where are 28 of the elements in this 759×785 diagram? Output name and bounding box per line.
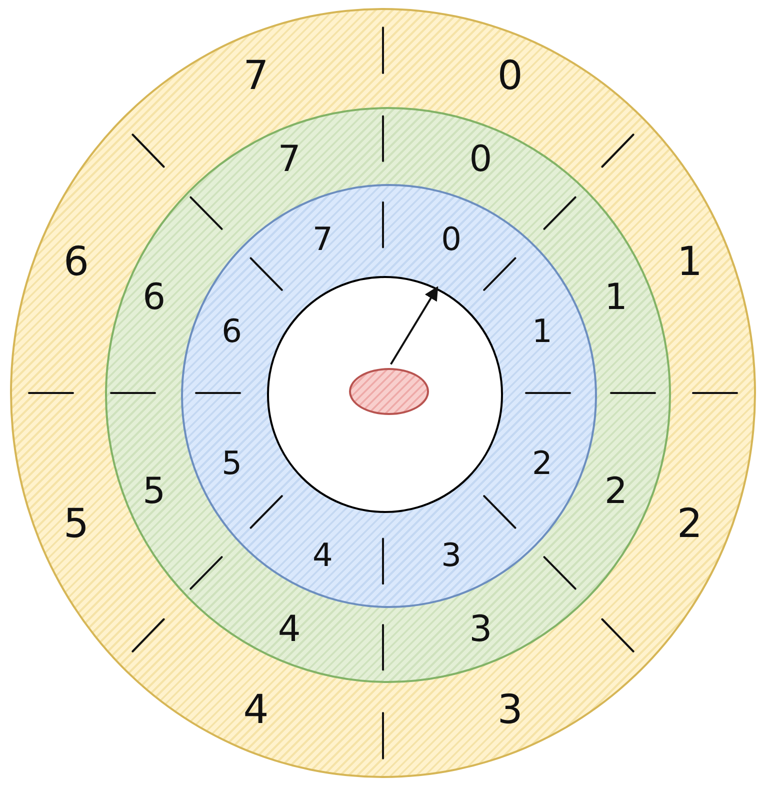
sector-number: 4 (243, 690, 269, 730)
sector-number: 6 (64, 242, 89, 282)
arrow (390, 286, 438, 365)
sector-number: 6 (142, 280, 166, 316)
sector-number: 6 (222, 315, 242, 348)
sector-number: 4 (312, 539, 333, 572)
sector-number: 1 (677, 242, 702, 282)
sector-number: 3 (469, 612, 492, 648)
sector-number: 5 (222, 446, 242, 479)
sector-number: 1 (604, 280, 628, 316)
sector-number: 5 (142, 474, 166, 510)
sector-number: 7 (278, 142, 301, 178)
sector-number: 4 (278, 612, 301, 648)
sector-number: 2 (677, 504, 702, 544)
sector-number: 1 (532, 315, 552, 348)
sector-number: 0 (497, 56, 523, 96)
sector-number: 3 (441, 539, 462, 572)
inner-circle (266, 276, 504, 513)
sector-number: 2 (532, 446, 552, 479)
sector-number: 0 (441, 222, 462, 255)
inner-ring (181, 184, 597, 608)
sector-number: 2 (604, 474, 628, 510)
sector-number: 3 (497, 690, 523, 730)
sector-number: 0 (469, 142, 492, 178)
sector-number: 7 (312, 222, 333, 255)
middle-ring (105, 107, 671, 683)
sector-number: 7 (243, 56, 269, 96)
sector-number: 5 (64, 504, 89, 544)
